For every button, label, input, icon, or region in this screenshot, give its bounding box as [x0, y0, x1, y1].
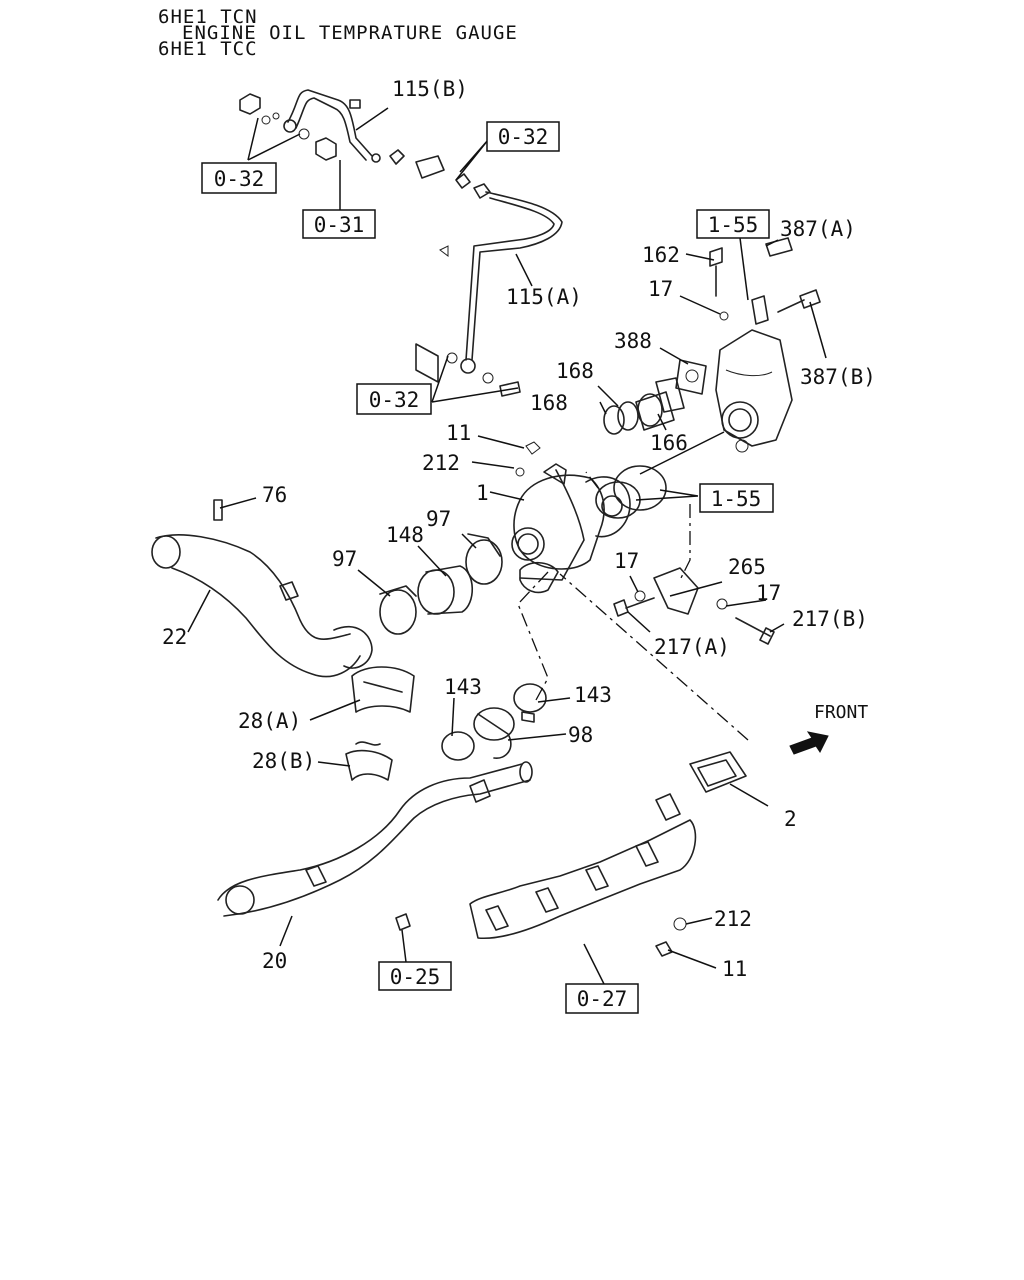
svg-text:1-55: 1-55	[711, 487, 762, 511]
label-387b: 387(B)	[800, 365, 876, 389]
part-20-outlet-pipe-143-98	[217, 683, 547, 931]
label-17-right: 17	[756, 581, 781, 605]
label-388: 388	[614, 329, 652, 353]
svg-text:0-32: 0-32	[214, 167, 265, 191]
label-1: 1	[476, 481, 489, 505]
parts-gaskets-1-55	[595, 465, 667, 519]
part-22-intake-pipe	[151, 534, 373, 678]
label-17-middle: 17	[614, 549, 639, 573]
svg-text:0-32: 0-32	[369, 388, 420, 412]
label-76: 76	[262, 483, 287, 507]
label-143-right: 143	[574, 683, 612, 707]
part-388-gasket-and-housing	[675, 237, 821, 447]
label-front: FRONT	[814, 702, 868, 723]
leader-lines	[187, 107, 827, 985]
part-2-gasket-exhaust-manifold	[469, 751, 747, 957]
part-115b-oil-pipe	[283, 89, 381, 163]
part-168-hose-166-pipe	[603, 377, 685, 435]
label-217a: 217(A)	[654, 635, 730, 659]
bolts-0-32-upper	[239, 93, 337, 161]
part-265-bracket	[613, 439, 775, 645]
header-model-2: 6HE1 TCC	[158, 38, 258, 60]
label-387a: 387(A)	[780, 217, 856, 241]
ref-box-0-25[interactable]: 0-25	[378, 961, 452, 991]
svg-text:1-55: 1-55	[708, 213, 759, 237]
header-model-1: 6HE1 TCN	[158, 6, 258, 28]
svg-text:0-27: 0-27	[577, 987, 628, 1011]
label-22: 22	[162, 625, 187, 649]
label-212-upper: 212	[422, 451, 460, 475]
header-title: ENGINE OIL TEMPRATURE GAUGE	[182, 22, 518, 44]
label-148: 148	[386, 523, 424, 547]
label-28b: 28(B)	[252, 749, 315, 773]
front-arrow-icon	[789, 731, 829, 755]
part-115a-oil-pipe	[389, 149, 563, 397]
label-28a: 28(A)	[238, 709, 301, 733]
part-turbocharger	[511, 441, 631, 594]
svg-text:0-31: 0-31	[314, 213, 365, 237]
ref-box-0-32-upper-right[interactable]: 0-32	[486, 121, 560, 152]
label-97-right: 97	[426, 507, 451, 531]
label-143-left: 143	[444, 675, 482, 699]
label-97-left: 97	[332, 547, 357, 571]
ref-box-0-32-upper-left[interactable]: 0-32	[201, 162, 277, 194]
ref-box-0-27[interactable]: 0-27	[565, 983, 639, 1014]
ref-box-1-55-lower[interactable]: 1-55	[699, 483, 774, 513]
label-212-lower: 212	[714, 907, 752, 931]
part-28-heat-shields	[345, 666, 415, 781]
ref-box-0-31[interactable]: 0-31	[302, 209, 376, 239]
svg-text:0-32: 0-32	[498, 125, 549, 149]
label-98: 98	[568, 723, 593, 747]
label-115b: 115(B)	[392, 77, 468, 101]
ref-box-0-32-middle[interactable]: 0-32	[356, 383, 432, 415]
part-148-hose-97-clamps	[213, 499, 503, 635]
label-11-lower: 11	[722, 957, 747, 981]
label-168-lower: 168	[530, 391, 568, 415]
part-labels: 115(B) 115(A) 387(A) 162 17 388 387(B) 1…	[162, 77, 876, 981]
svg-text:0-25: 0-25	[390, 965, 441, 989]
label-217b: 217(B)	[792, 607, 868, 631]
label-168-upper: 168	[556, 359, 594, 383]
label-2: 2	[784, 807, 797, 831]
label-265: 265	[728, 555, 766, 579]
label-11-upper: 11	[446, 421, 471, 445]
label-162: 162	[642, 243, 680, 267]
label-115a: 115(A)	[506, 285, 582, 309]
label-166: 166	[650, 431, 688, 455]
ref-box-1-55-upper[interactable]: 1-55	[696, 209, 770, 239]
assembly-dashed-line	[517, 471, 749, 741]
label-20: 20	[262, 949, 287, 973]
label-17-upper: 17	[648, 277, 673, 301]
